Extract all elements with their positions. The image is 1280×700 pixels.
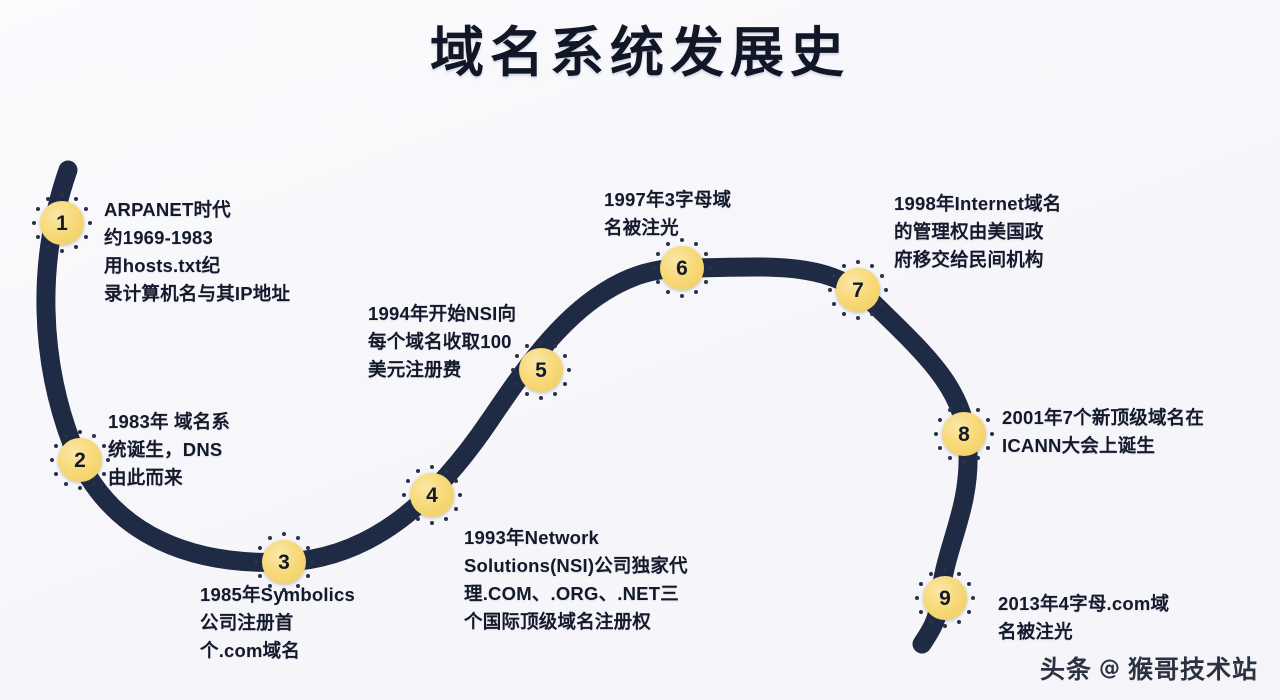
watermark-platform: 头条 <box>1039 655 1092 684</box>
timeline-node-number: 5 <box>535 358 547 382</box>
timeline-label-6: 1997年3字母域 名被注光 <box>604 189 732 239</box>
timeline-node-7[interactable]: 7 <box>828 260 888 320</box>
watermark: 头条 @ 猴哥技术站 <box>1040 650 1258 686</box>
timeline-node-number: 4 <box>426 483 438 507</box>
timeline-label-5: 1994年开始NSI向 每个域名收取100 美元注册费 <box>368 303 517 381</box>
timeline-node-9[interactable]: 9 <box>915 568 975 628</box>
timeline-label-9: 2013年4字母.com域 名被注光 <box>998 593 1170 643</box>
timeline-node-number: 8 <box>958 422 970 446</box>
timeline-label-2: 1983年 域名系 统诞生，DNS 由此而来 <box>108 411 231 489</box>
timeline-node-number: 2 <box>74 448 86 472</box>
timeline-node-6[interactable]: 6 <box>652 238 712 298</box>
timeline-node-1[interactable]: 1 <box>32 193 92 253</box>
timeline-label-4: 1993年Network Solutions(NSI)公司独家代 理.COM、.… <box>464 527 688 633</box>
watermark-account: 猴哥技术站 <box>1127 655 1258 684</box>
page-title: 域名系统发展史 <box>430 20 850 84</box>
timeline-label-8: 2001年7个新顶级域名在 ICANN大会上诞生 <box>1002 407 1205 457</box>
timeline-label-7: 1998年Internet域名 的管理权由美国政 府移交给民间机构 <box>894 193 1062 271</box>
timeline-label-3: 1985年Symbolics 公司注册首 个.com域名 <box>200 584 355 662</box>
timeline-node-number: 7 <box>852 278 864 302</box>
timeline-node-number: 6 <box>676 256 688 280</box>
timeline-node-5[interactable]: 5 <box>511 340 571 400</box>
timeline-label-1: ARPANET时代 约1969-1983 用hosts.txt纪 录计算机名与其… <box>104 199 291 305</box>
watermark-at-icon: @ <box>1098 656 1121 680</box>
timeline-node-8[interactable]: 8 <box>934 404 994 464</box>
timeline-node-number: 1 <box>56 211 68 235</box>
timeline-node-2[interactable]: 2 <box>50 430 110 490</box>
timeline-node-number: 3 <box>278 550 290 574</box>
timeline-node-4[interactable]: 4 <box>402 465 462 525</box>
timeline-node-3[interactable]: 3 <box>254 532 314 592</box>
timeline-path-left <box>36 160 694 572</box>
timeline-node-number: 9 <box>939 586 951 610</box>
